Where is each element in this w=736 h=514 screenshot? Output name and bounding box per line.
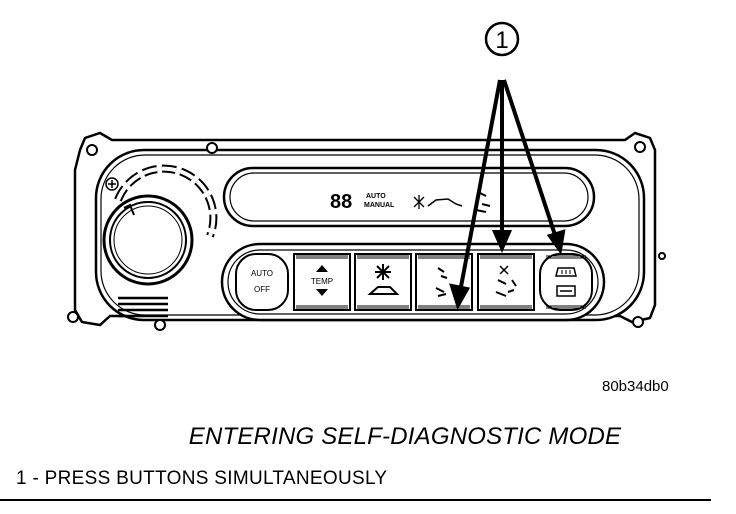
defrost-button[interactable] xyxy=(539,253,593,311)
display-snowflake-icon xyxy=(413,195,425,209)
auto-off-button[interactable]: AUTO OFF xyxy=(235,253,289,311)
mounting-hole xyxy=(206,142,218,154)
side-hole xyxy=(658,252,666,260)
mounting-hole xyxy=(632,316,644,328)
legend-separator: - xyxy=(26,468,45,489)
car-icon xyxy=(367,286,400,295)
legend-item-1: 1 - PRESS BUTTONS SIMULTANEOUSLY xyxy=(16,468,387,490)
down-arrow-icon xyxy=(316,289,328,296)
mounting-holes xyxy=(67,141,666,331)
up-arrow-icon xyxy=(316,265,328,272)
temp-button[interactable]: TEMP xyxy=(293,253,351,311)
legend-number: 1 xyxy=(16,468,27,489)
callout-number: 1 xyxy=(495,27,508,54)
callout-arrows xyxy=(449,79,566,311)
display-auto-indicator: AUTO xyxy=(366,193,386,200)
floor-airflow-icon xyxy=(495,279,517,297)
temp-label: TEMP xyxy=(311,277,333,286)
vent-slots xyxy=(118,296,168,318)
display-window: 88 AUTO MANUAL xyxy=(222,166,596,228)
mounting-hole xyxy=(86,144,98,156)
off-label: OFF xyxy=(254,285,270,294)
callout-1: 1 xyxy=(449,21,566,311)
legend-text: PRESS BUTTONS SIMULTANEOUSLY xyxy=(44,468,388,489)
front-defrost-icon xyxy=(555,267,577,277)
button-ridges xyxy=(296,255,586,309)
mounting-hole xyxy=(154,319,166,331)
climate-control-diagram: 88 AUTO MANUAL AUTO OFF TEMP xyxy=(67,21,666,331)
mounting-hole xyxy=(67,311,79,323)
figure-code: 80b34db0 xyxy=(602,378,669,395)
temperature-knob xyxy=(102,164,218,286)
fan-icon xyxy=(375,264,391,280)
bottom-rule xyxy=(0,499,711,501)
panel-airflow-icon xyxy=(435,267,448,297)
floor-mode-button[interactable] xyxy=(477,253,535,311)
display-digits: 88 xyxy=(330,191,352,213)
display-manual-indicator: MANUAL xyxy=(364,202,395,209)
windshield-fan-icon xyxy=(499,265,509,275)
display-car-icon xyxy=(427,198,463,207)
mounting-hole xyxy=(634,141,646,153)
figure-title: ENTERING SELF-DIAGNOSTIC MODE xyxy=(188,423,622,450)
rear-defrost-icon xyxy=(556,285,576,297)
auto-label: AUTO xyxy=(251,269,273,278)
fan-button[interactable] xyxy=(354,253,412,311)
